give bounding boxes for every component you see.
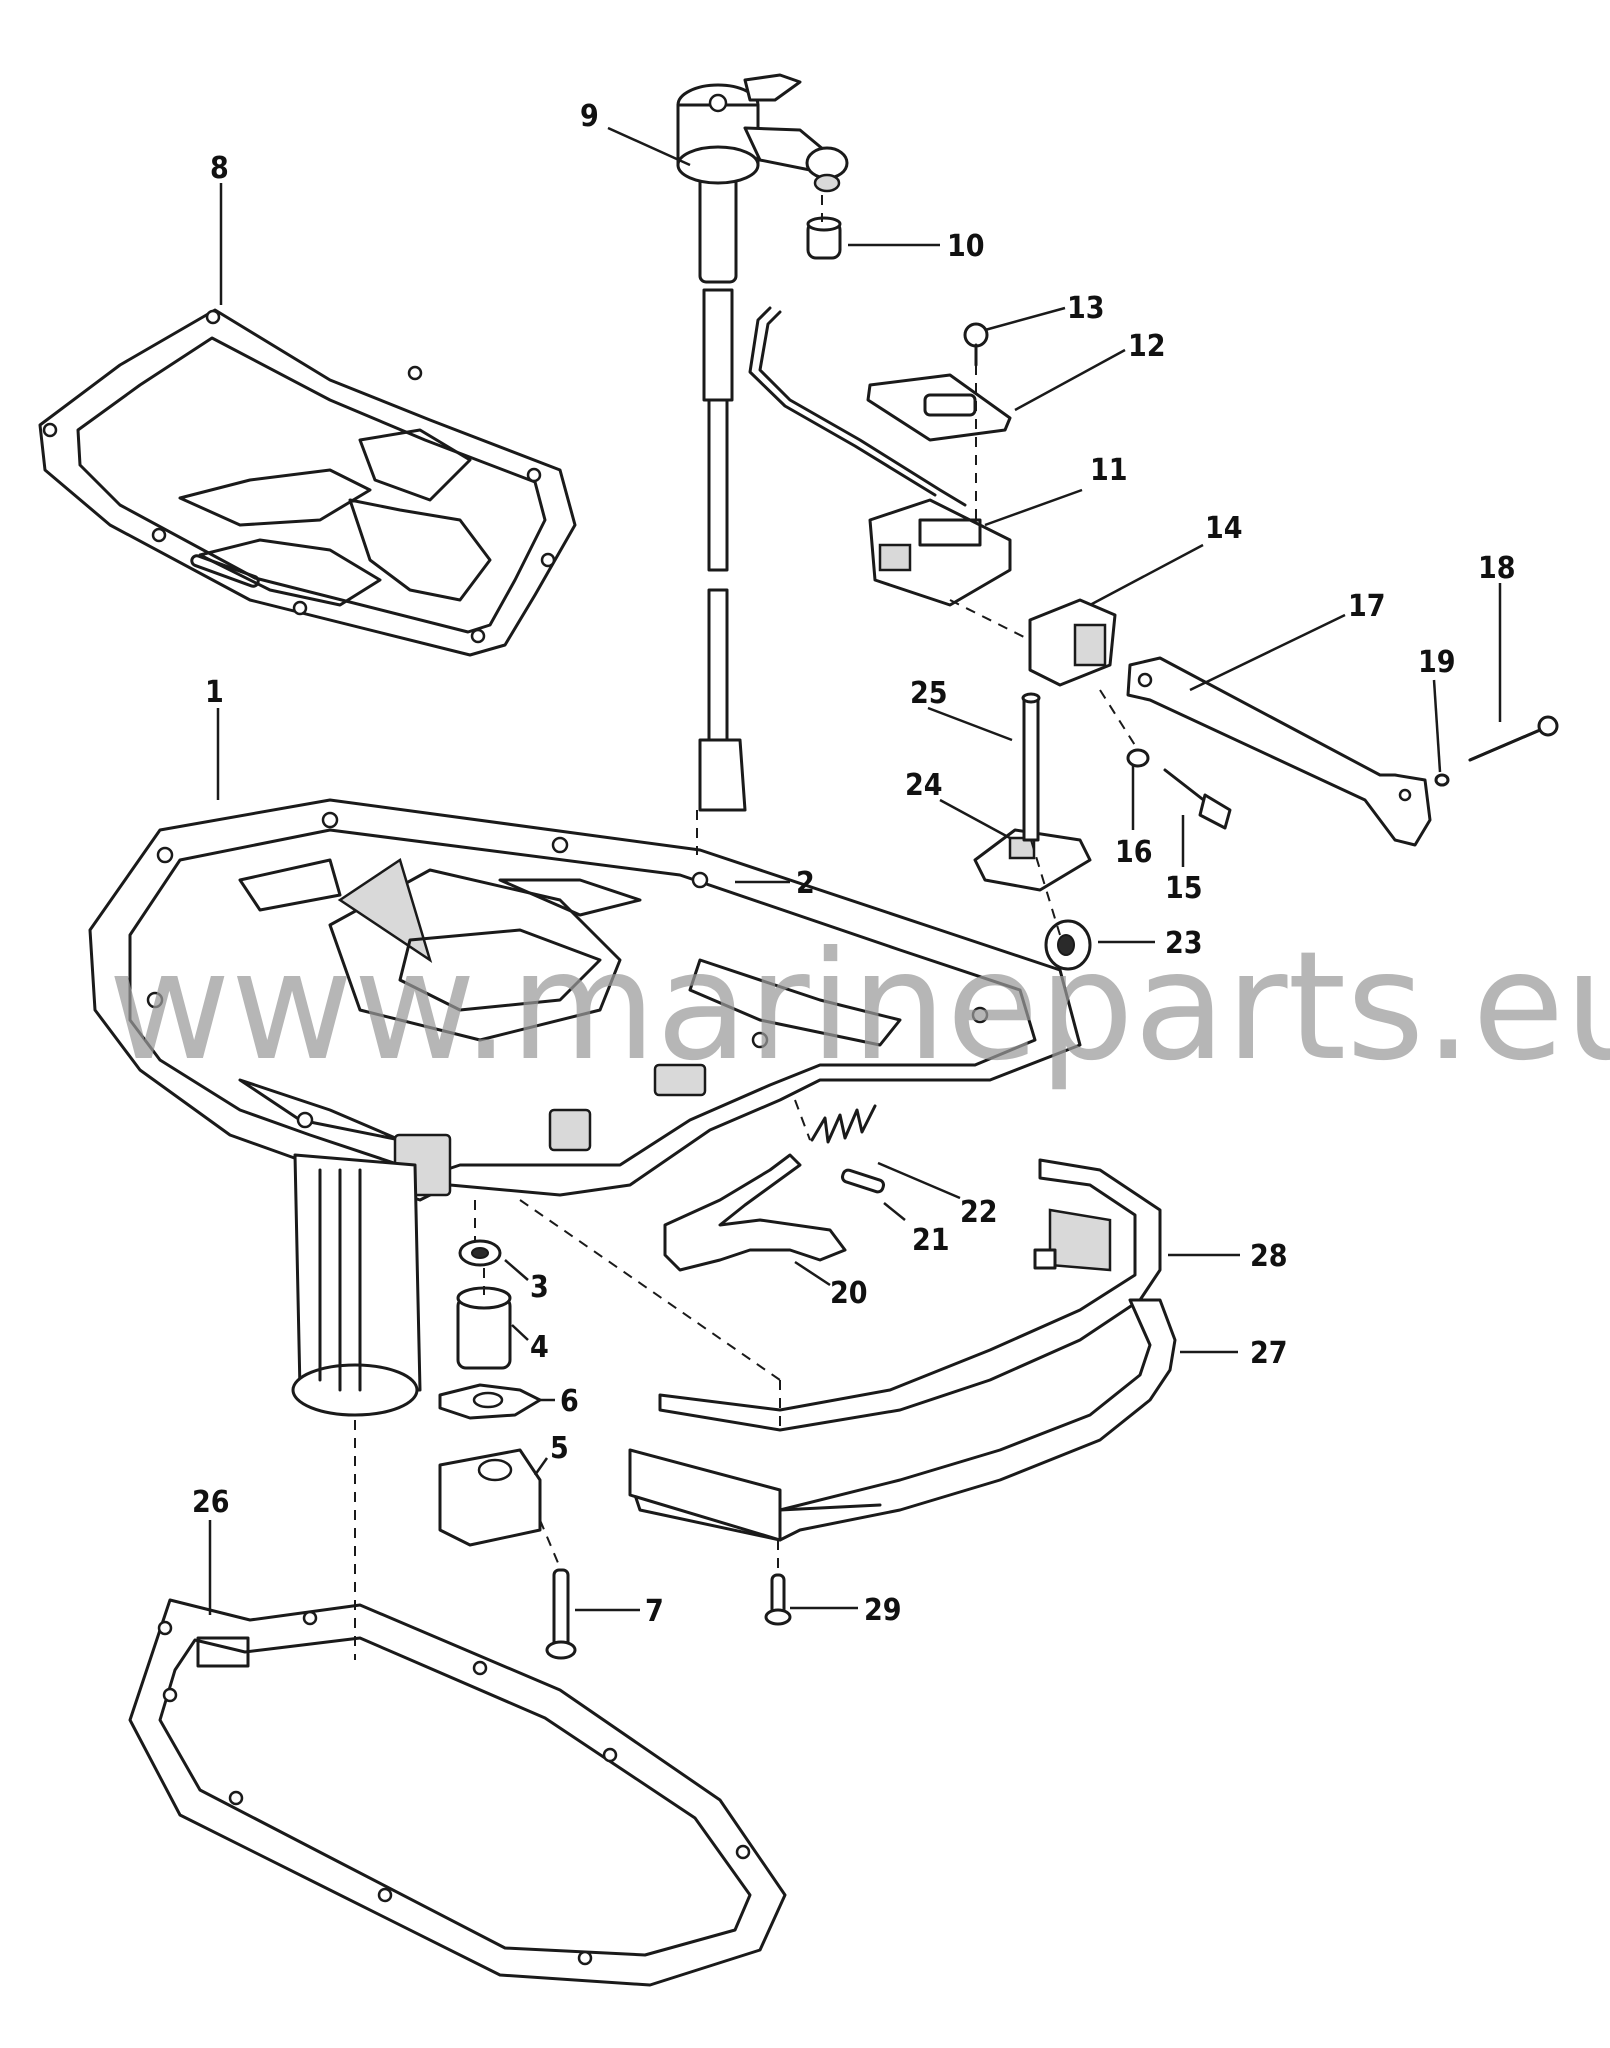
plate-6 bbox=[438, 1383, 542, 1420]
bushing-4 bbox=[456, 1286, 512, 1370]
callout-10: 10 bbox=[947, 229, 985, 264]
callout-1: 1 bbox=[205, 675, 224, 710]
callout-14: 14 bbox=[1205, 511, 1243, 546]
callout-6: 6 bbox=[560, 1384, 579, 1419]
washer-19 bbox=[1434, 773, 1450, 787]
callout-17: 17 bbox=[1348, 589, 1386, 624]
bumper-rail-27 bbox=[628, 1298, 1177, 1542]
callout-23: 23 bbox=[1165, 926, 1203, 961]
callout-16: 16 bbox=[1115, 835, 1153, 870]
callout-24: 24 bbox=[905, 768, 943, 803]
watermark-text: www.marineparts.eu bbox=[108, 920, 1610, 1094]
lever-20 bbox=[663, 1153, 847, 1272]
lower-gasket-holes bbox=[157, 1610, 751, 1966]
callout-labels: 8 9 10 13 12 11 14 17 18 19 25 24 16 15 … bbox=[192, 99, 1516, 1629]
bolt-18 bbox=[1468, 715, 1559, 762]
roller-23 bbox=[1044, 919, 1092, 971]
screw-15 bbox=[1163, 768, 1232, 830]
callout-15: 15 bbox=[1165, 871, 1203, 906]
seal-3 bbox=[458, 1239, 502, 1267]
lower-gasket bbox=[128, 1598, 787, 1987]
callout-2: 2 bbox=[796, 866, 815, 901]
bolt-25 bbox=[1021, 692, 1041, 842]
callout-25: 25 bbox=[910, 676, 948, 711]
callout-3: 3 bbox=[530, 1270, 549, 1305]
main-housing bbox=[88, 798, 1082, 1202]
callout-8: 8 bbox=[210, 151, 229, 186]
housing-bolt-holes bbox=[146, 811, 989, 1129]
callout-22: 22 bbox=[960, 1195, 998, 1230]
leader-lines bbox=[208, 126, 1502, 1615]
callout-28: 28 bbox=[1250, 1239, 1288, 1274]
callout-18: 18 bbox=[1478, 551, 1516, 586]
callout-5: 5 bbox=[550, 1431, 569, 1466]
linkage-bracket-assembly bbox=[748, 306, 1012, 607]
callout-4: 4 bbox=[530, 1330, 549, 1365]
shift-shaft-assembly bbox=[676, 73, 849, 812]
gasket-bolt-holes bbox=[42, 309, 556, 644]
bracket-bar bbox=[1126, 656, 1432, 847]
upper-gasket bbox=[38, 308, 577, 657]
block-5 bbox=[438, 1448, 542, 1547]
callout-9: 9 bbox=[580, 99, 599, 134]
housing-tube bbox=[291, 1153, 422, 1417]
bumper-rail-28 bbox=[658, 1158, 1162, 1432]
callout-20: 20 bbox=[830, 1276, 868, 1311]
alignment-centerlines bbox=[354, 195, 1139, 1660]
clamp-24 bbox=[973, 828, 1092, 892]
callout-11: 11 bbox=[1090, 453, 1128, 488]
spring-22 bbox=[810, 1104, 877, 1144]
callout-26: 26 bbox=[192, 1485, 230, 1520]
callout-12: 12 bbox=[1128, 329, 1166, 364]
pin-21 bbox=[840, 1168, 886, 1194]
callout-29: 29 bbox=[864, 1593, 902, 1628]
washer-16 bbox=[1126, 748, 1150, 768]
callout-21: 21 bbox=[912, 1223, 950, 1258]
screw-7 bbox=[545, 1568, 577, 1660]
callout-19: 19 bbox=[1418, 645, 1456, 680]
callout-7: 7 bbox=[645, 1594, 664, 1629]
callout-27: 27 bbox=[1250, 1336, 1288, 1371]
block-14 bbox=[1028, 598, 1117, 687]
bushing-10 bbox=[806, 216, 842, 260]
screw-29 bbox=[764, 1573, 792, 1626]
callout-13: 13 bbox=[1067, 291, 1105, 326]
